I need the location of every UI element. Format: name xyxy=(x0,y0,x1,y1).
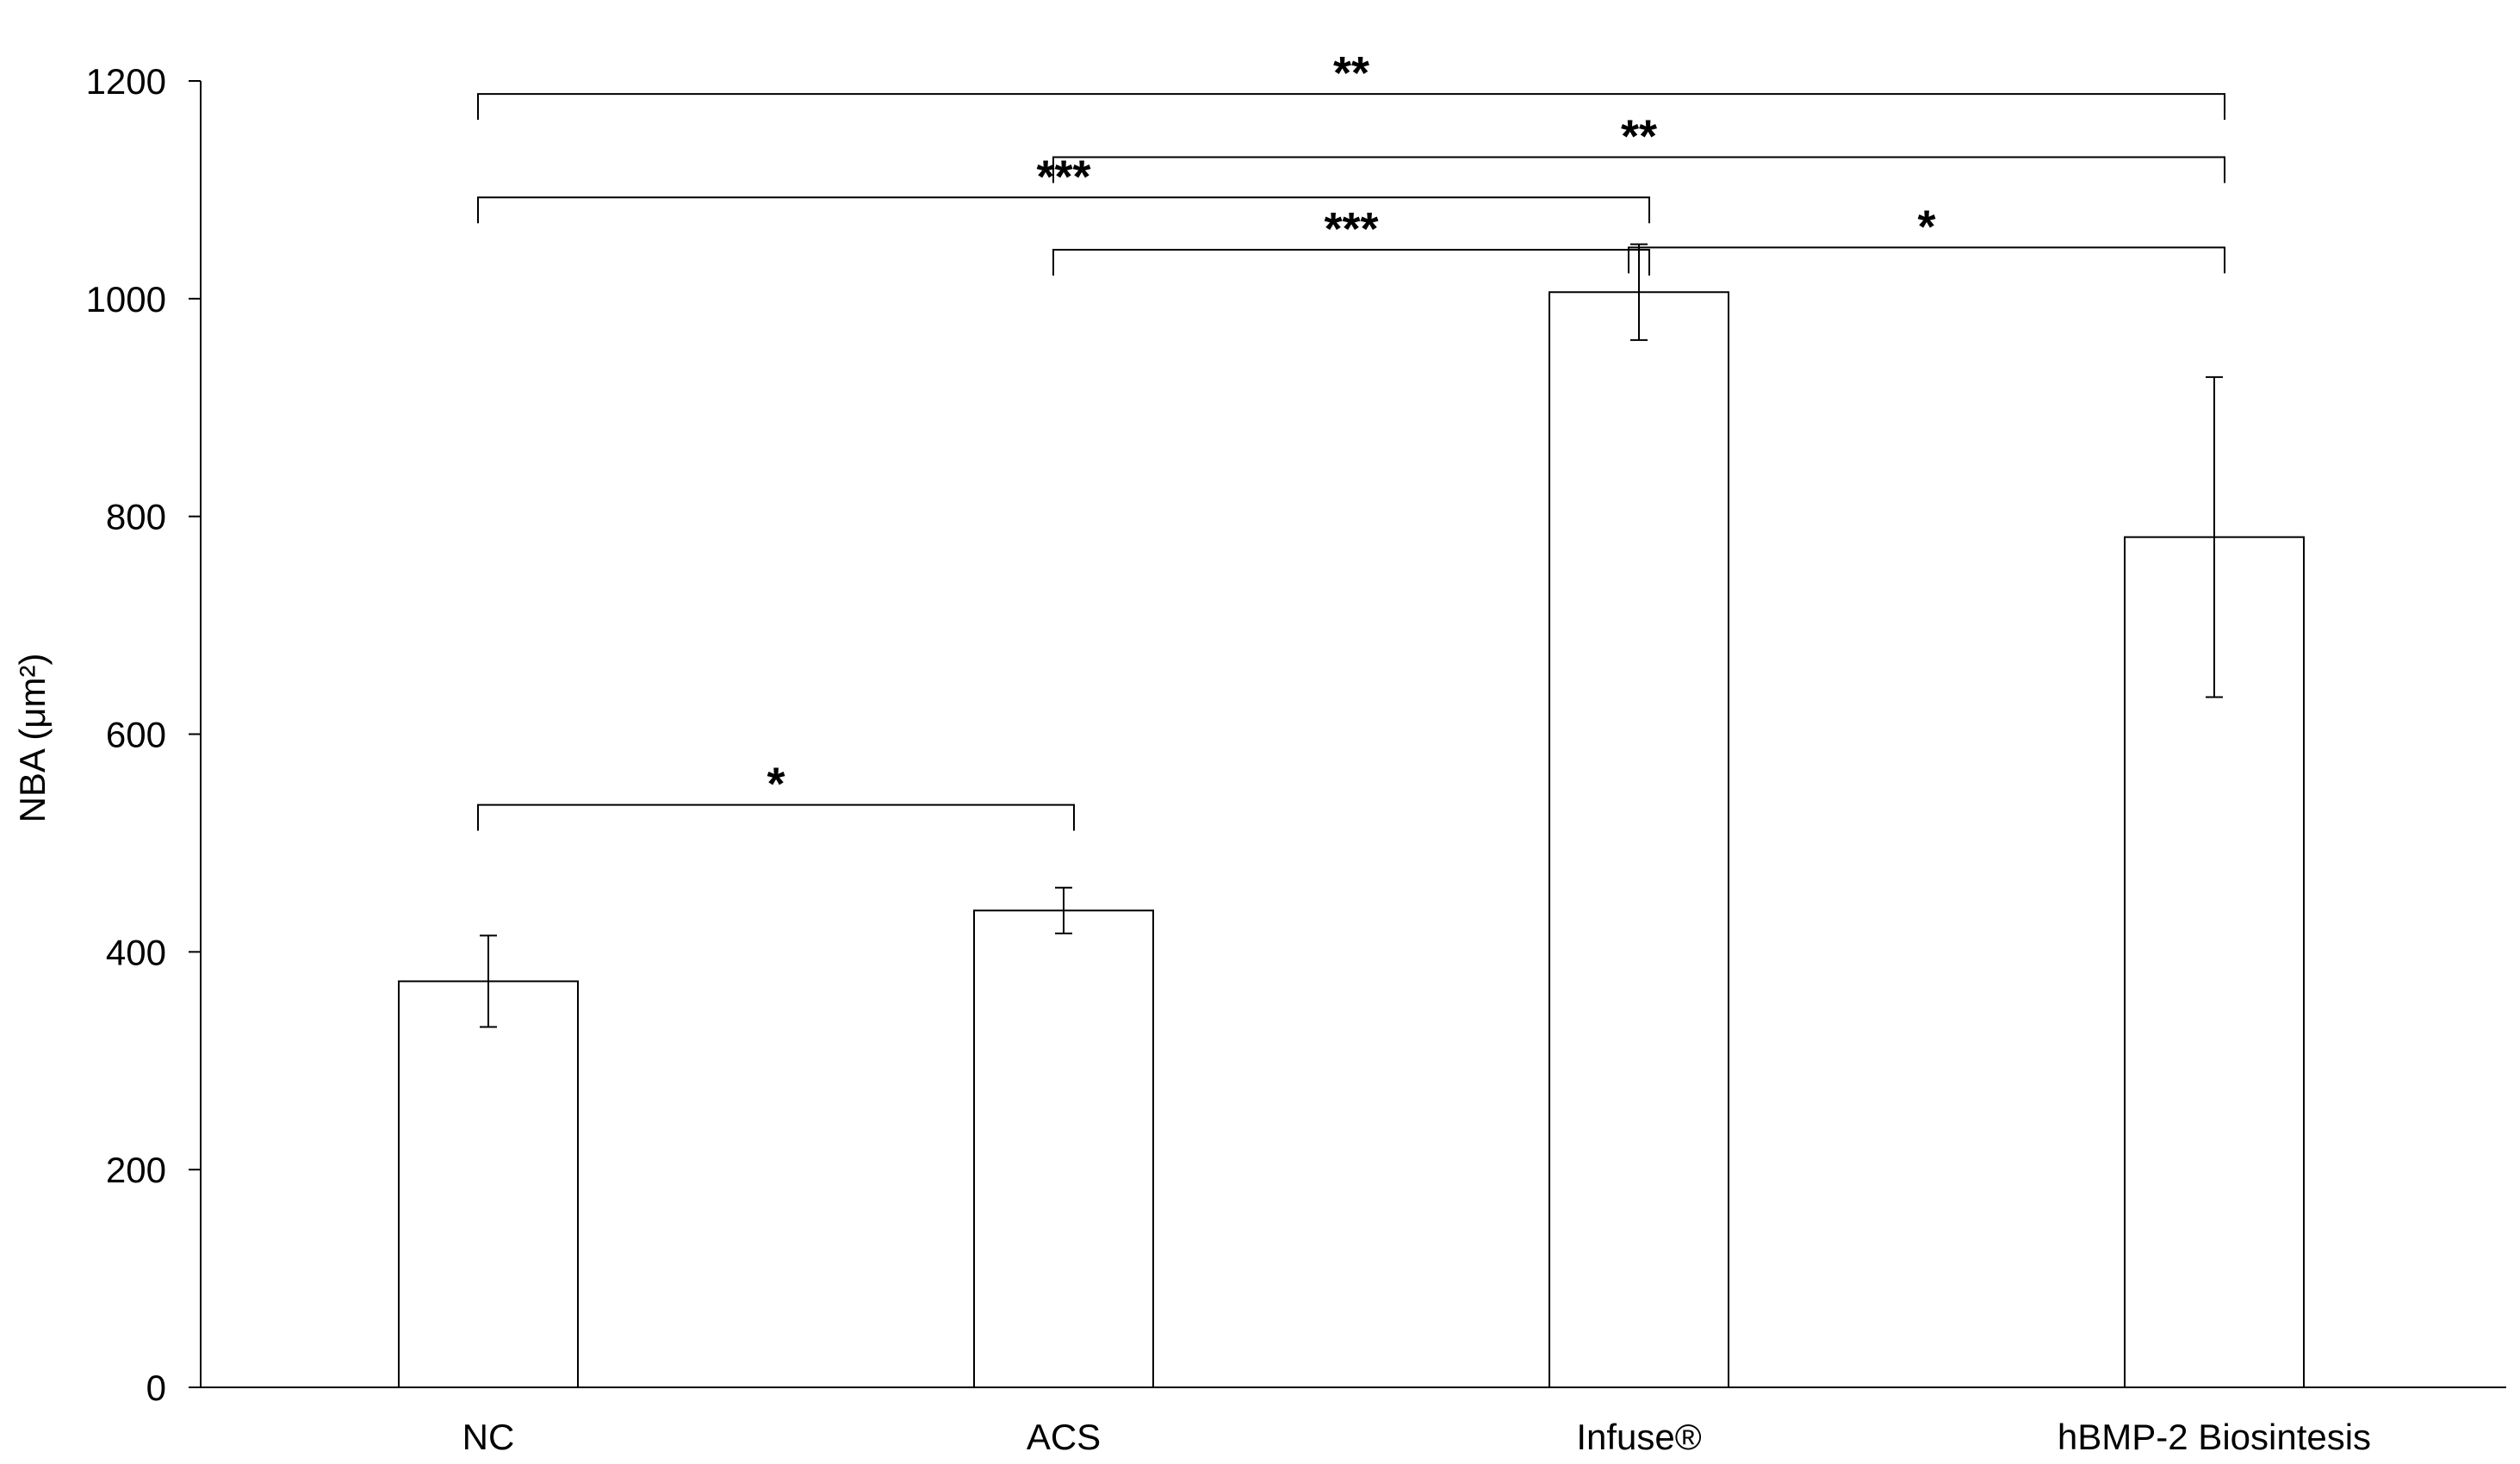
y-tick-label: 800 xyxy=(106,497,166,537)
bar xyxy=(1549,291,1729,1389)
y-axis-title: NBA (μm²) xyxy=(12,654,53,823)
significance-label: * xyxy=(1917,201,1935,252)
significance-label: *** xyxy=(1036,151,1090,202)
x-category-label: ACS xyxy=(1027,1417,1101,1457)
bar xyxy=(973,909,1154,1389)
significance-label: *** xyxy=(1324,203,1378,255)
y-tick-label: 200 xyxy=(106,1150,166,1190)
x-axis: NC ACS Infuse® hBMP-2 Biosintesis xyxy=(201,1386,2506,1457)
bars-group xyxy=(398,291,2305,1389)
significance-brackets-group: ************ xyxy=(477,47,2225,831)
bar xyxy=(398,980,579,1388)
x-category-label: Infuse® xyxy=(1576,1417,1701,1457)
y-tick-label: 600 xyxy=(106,715,166,755)
y-tick-label: 1200 xyxy=(86,61,166,102)
y-tick-label: 400 xyxy=(106,932,166,972)
significance-label: ** xyxy=(1333,47,1369,99)
significance-bracket xyxy=(477,196,1650,224)
x-category-label: NC xyxy=(462,1417,515,1457)
x-category-label: hBMP-2 Biosintesis xyxy=(2058,1417,2371,1457)
significance-bracket xyxy=(1052,248,1650,276)
error-bars-group xyxy=(480,243,2223,1028)
significance-bracket xyxy=(1628,246,2225,274)
y-tick-label: 0 xyxy=(146,1368,166,1408)
significance-bracket xyxy=(1052,156,2225,183)
significance-label: * xyxy=(767,759,785,810)
significance-bracket xyxy=(477,93,2225,121)
significance-label: ** xyxy=(1621,110,1657,162)
y-tick-label: 1000 xyxy=(86,279,166,319)
significance-bracket xyxy=(477,803,1075,831)
y-axis: 0 200 400 600 800 1000 1200 xyxy=(86,61,202,1408)
